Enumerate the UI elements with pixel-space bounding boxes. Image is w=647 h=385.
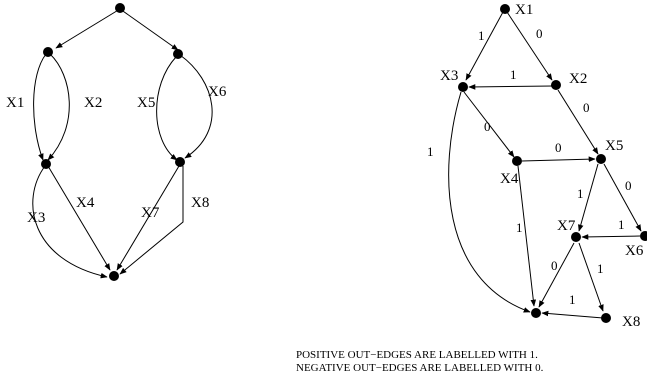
value-x6-x7: 1 — [618, 217, 625, 232]
left-graph — [32, 8, 213, 279]
right-label-x1: X1 — [515, 2, 533, 18]
left-edge-labels: X1 X2 X5 X6 X3 X4 X7 X8 — [6, 84, 227, 226]
right-node-x3 — [458, 82, 468, 92]
left-edge-x6 — [179, 54, 213, 159]
right-label-x3: X3 — [440, 68, 458, 84]
right-node-x7 — [571, 232, 581, 242]
right-edge-x7-x8 — [578, 242, 604, 312]
left-label-x4: X4 — [76, 195, 95, 211]
right-node-x4 — [512, 156, 522, 166]
value-x1-x2: 0 — [536, 26, 543, 41]
value-x3-sink: 1 — [427, 144, 434, 159]
value-x5-x6: 0 — [625, 178, 632, 193]
right-edge-x2-x3 — [468, 84, 554, 90]
left-edge-x7 — [116, 165, 180, 271]
right-edge-x1-x2 — [506, 11, 553, 81]
value-x5-x7: 1 — [577, 186, 584, 201]
right-edge-x3-x4 — [463, 91, 515, 158]
right-label-x5: X5 — [605, 138, 623, 154]
left-edge-x4 — [47, 165, 111, 271]
caption-line-positive: POSITIVE OUT−EDGES ARE LABELLED WITH 1. — [296, 349, 538, 361]
right-label-x7: X7 — [557, 218, 576, 234]
right-edge-x4-sink — [517, 165, 537, 307]
left-label-x7: X7 — [141, 205, 160, 221]
left-edge-x2 — [47, 53, 70, 161]
right-node-x1 — [500, 4, 510, 14]
right-node-x8 — [601, 313, 611, 323]
left-node-bottom — [109, 271, 119, 281]
left-edge-top-a — [55, 8, 121, 49]
right-node-x5 — [596, 154, 606, 164]
right-edge-x3-sink — [448, 91, 531, 313]
value-x1-x3: 1 — [478, 28, 485, 43]
left-edge-x3 — [32, 165, 108, 279]
left-node-c — [41, 159, 51, 169]
right-edge-x4-x5 — [521, 156, 596, 162]
left-label-x3: X3 — [27, 210, 45, 226]
right-label-x2: X2 — [569, 71, 587, 87]
value-x2-x5: 0 — [583, 100, 590, 115]
value-x7-x8: 1 — [597, 261, 604, 276]
caption-line-negative: NEGATIVE OUT−EDGES ARE LABELLED WITH 0. — [296, 362, 544, 374]
left-label-x6: X6 — [208, 84, 227, 100]
value-x3-x4: 0 — [484, 119, 491, 134]
right-node-x2 — [551, 80, 561, 90]
left-node-b — [173, 49, 183, 59]
value-x4-sink: 1 — [516, 220, 523, 235]
right-edge-x5-x7 — [578, 163, 599, 232]
value-x8-sink: 1 — [569, 292, 576, 307]
right-edge-x2-x5 — [557, 89, 599, 155]
right-edge-x8-sink — [541, 310, 604, 319]
left-label-x5: X5 — [137, 95, 155, 111]
value-x7-sink: 0 — [551, 258, 558, 273]
right-edge-x5-x6 — [603, 163, 642, 232]
left-nodes — [41, 3, 185, 281]
right-edge-x1-x3 — [465, 11, 504, 81]
right-node-labels: X1 X3 X2 X5 X4 X7 X6 X8 — [440, 2, 644, 330]
right-node-sink — [531, 308, 541, 318]
left-label-x8: X8 — [191, 195, 209, 211]
left-node-top — [115, 3, 125, 13]
left-edge-x5 — [156, 56, 178, 161]
left-label-x2: X2 — [84, 95, 102, 111]
caption: POSITIVE OUT−EDGES ARE LABELLED WITH 1. … — [296, 349, 543, 375]
left-node-a — [43, 47, 53, 57]
right-graph — [448, 11, 642, 319]
right-label-x4: X4 — [500, 171, 519, 187]
value-x2-x3: 1 — [510, 67, 517, 82]
right-edge-x7-sink — [538, 242, 575, 308]
right-label-x8: X8 — [622, 314, 640, 330]
right-edge-values: 1 0 1 0 0 0 1 1 0 1 1 0 1 1 — [427, 26, 632, 307]
right-nodes — [458, 4, 647, 323]
left-edge-top-b — [119, 8, 179, 51]
left-label-x1: X1 — [6, 95, 24, 111]
right-node-x6 — [640, 231, 647, 241]
left-edge-x8 — [119, 166, 184, 275]
right-edge-x6-x7 — [581, 234, 641, 240]
left-node-d — [175, 157, 185, 167]
left-edge-x1 — [33, 53, 47, 161]
right-label-x6: X6 — [625, 243, 644, 259]
value-x4-x5: 0 — [555, 140, 562, 155]
